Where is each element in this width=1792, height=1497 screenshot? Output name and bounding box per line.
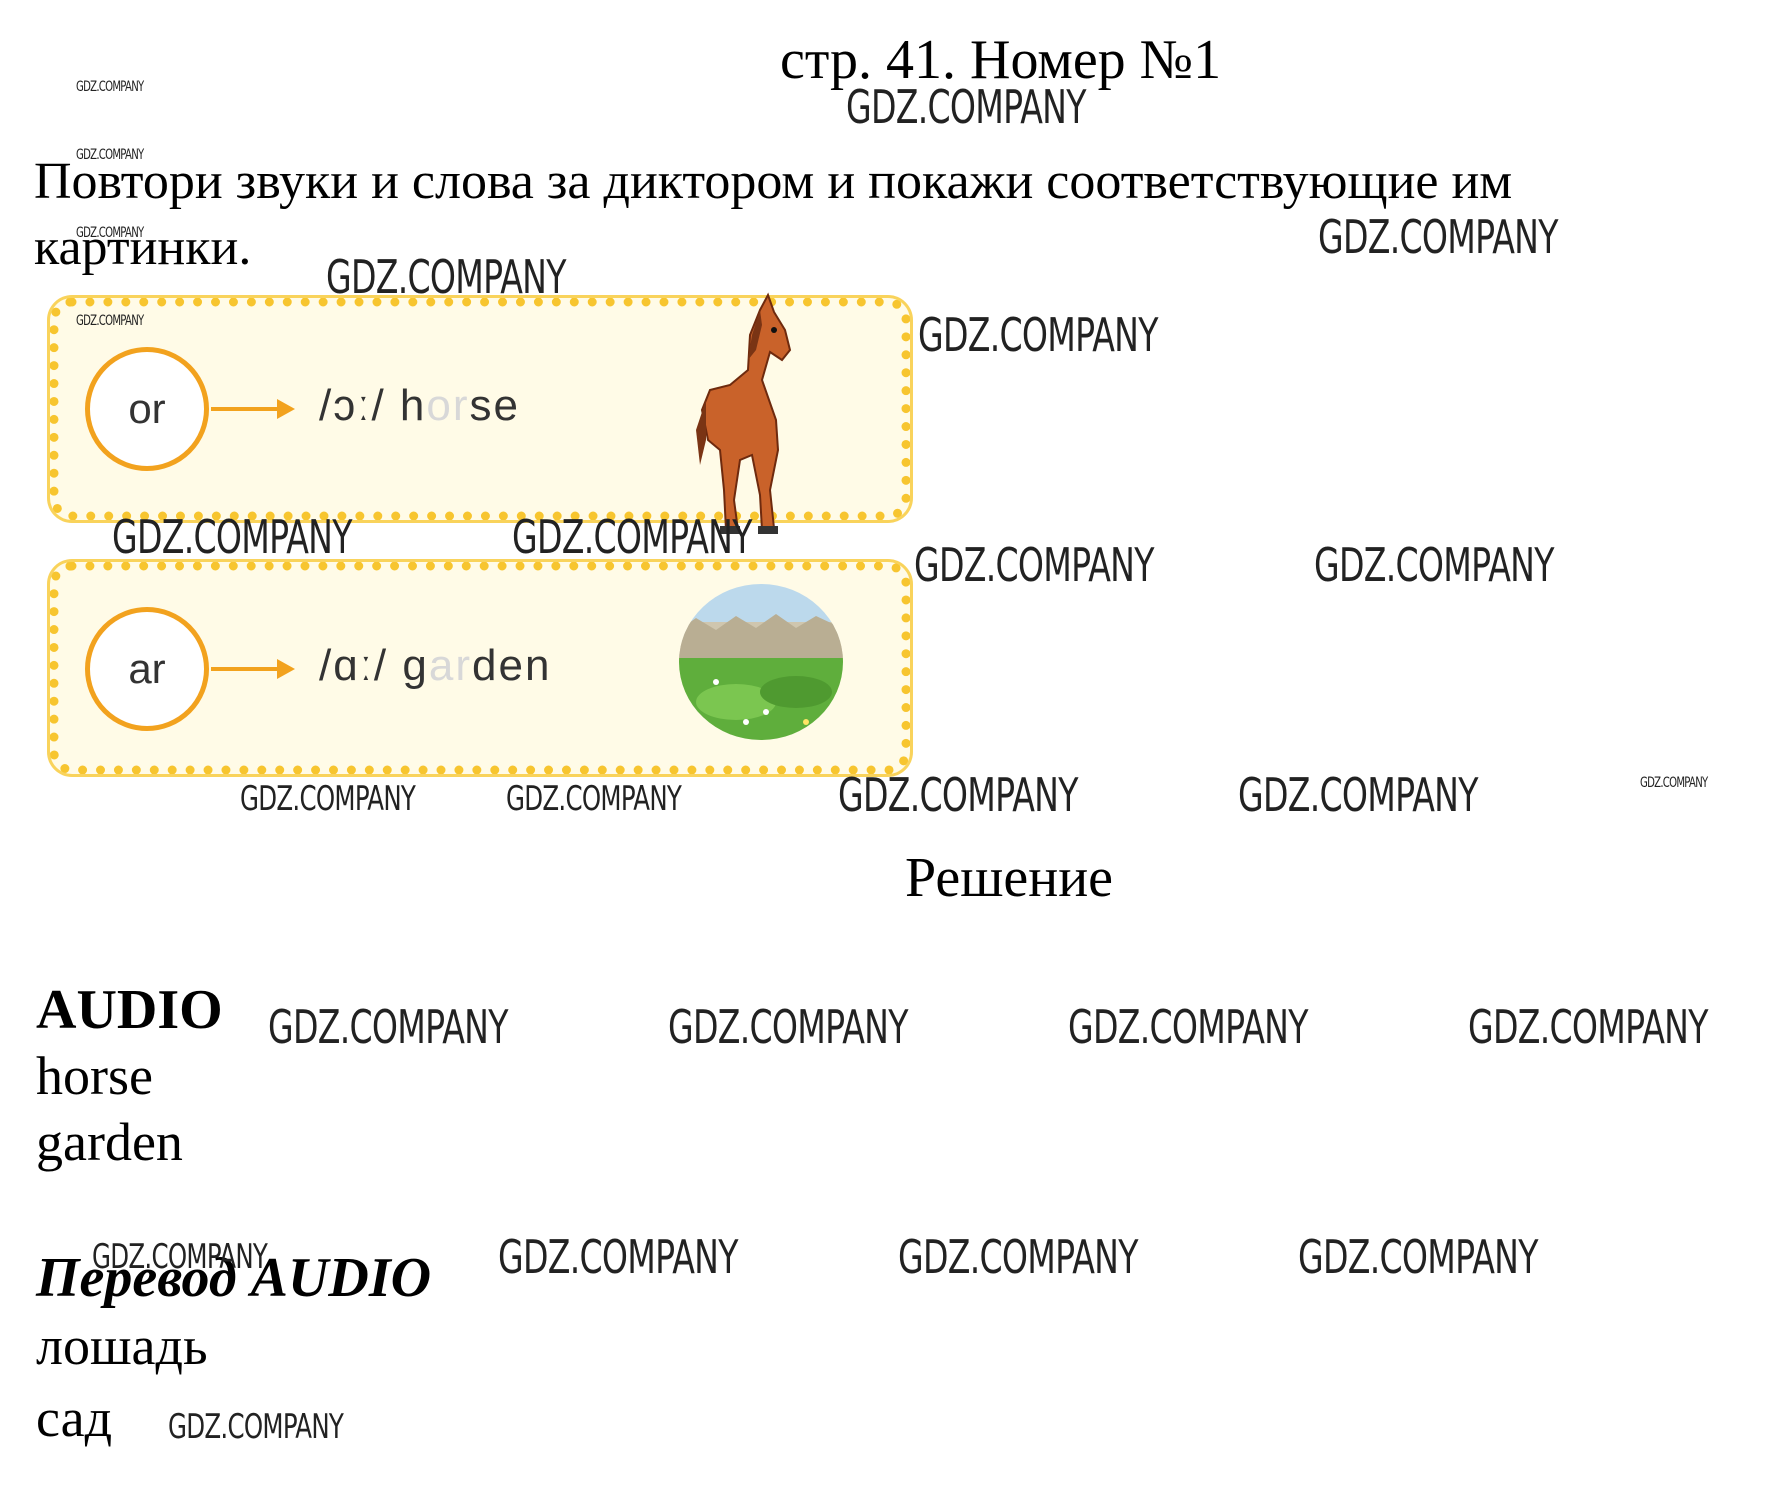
watermark: GDZ.COMPANY xyxy=(506,779,682,819)
watermark: GDZ.COMPANY xyxy=(1640,775,1708,791)
watermark: GDZ.COMPANY xyxy=(76,79,144,95)
page-title: стр. 41. Номер №1 xyxy=(780,29,1222,91)
phonetic-word: /ɔː/ horse xyxy=(319,381,520,431)
watermark: GDZ.COMPANY xyxy=(914,538,1154,592)
watermark: GDZ.COMPANY xyxy=(1298,1230,1538,1284)
word-start: g xyxy=(402,641,429,690)
watermark: GDZ.COMPANY xyxy=(1318,210,1558,264)
letters-circle: or xyxy=(85,347,209,471)
watermark: GDZ.COMPANY xyxy=(512,510,752,564)
audio-word-garden: garden xyxy=(36,1112,183,1172)
word-end: den xyxy=(472,641,552,690)
watermark: GDZ.COMPANY xyxy=(168,1407,344,1447)
watermark: GDZ.COMPANY xyxy=(92,1237,268,1277)
watermark: GDZ.COMPANY xyxy=(112,510,352,564)
watermark: GDZ.COMPANY xyxy=(898,1230,1138,1284)
translation-heading: Перевод AUDIO xyxy=(36,1247,432,1309)
watermark: GDZ.COMPANY xyxy=(846,80,1086,134)
arrow-icon xyxy=(211,659,295,679)
horse-illustration xyxy=(696,292,792,534)
phonetic-symbol: /ɑː/ xyxy=(319,641,389,690)
audio-heading: AUDIO xyxy=(36,979,223,1041)
phonetic-symbol: /ɔː/ xyxy=(319,381,386,430)
word-start: h xyxy=(399,381,427,430)
watermark: GDZ.COMPANY xyxy=(76,225,144,241)
watermark: GDZ.COMPANY xyxy=(76,313,144,329)
word-highlight: or xyxy=(426,381,470,430)
watermark: GDZ.COMPANY xyxy=(1068,1000,1308,1054)
watermark: GDZ.COMPANY xyxy=(76,147,144,163)
watermark: GDZ.COMPANY xyxy=(326,250,566,304)
watermark: GDZ.COMPANY xyxy=(268,1000,508,1054)
translation-word-horse: лошадь xyxy=(36,1316,208,1376)
translation-word-garden: сад xyxy=(36,1388,113,1448)
arrow-icon xyxy=(211,399,295,419)
task-line-1: Повтори звуки и слова за диктором и пока… xyxy=(34,153,1513,210)
watermark: GDZ.COMPANY xyxy=(1238,768,1478,822)
word-end: se xyxy=(469,381,521,430)
watermark: GDZ.COMPANY xyxy=(668,1000,908,1054)
letters-circle: ar xyxy=(85,607,209,731)
garden-illustration xyxy=(679,584,843,740)
phonetic-word: /ɑː/ garden xyxy=(319,641,551,691)
watermark: GDZ.COMPANY xyxy=(498,1230,738,1284)
watermark: GDZ.COMPANY xyxy=(1468,1000,1708,1054)
watermark: GDZ.COMPANY xyxy=(1314,538,1554,592)
watermark: GDZ.COMPANY xyxy=(838,768,1078,822)
solution-heading: Решение xyxy=(905,847,1114,909)
task-line-2: картинки. xyxy=(34,219,252,276)
watermark: GDZ.COMPANY xyxy=(240,779,416,819)
word-highlight: ar xyxy=(428,641,472,690)
watermark: GDZ.COMPANY xyxy=(918,308,1158,362)
audio-word-horse: horse xyxy=(36,1046,153,1106)
